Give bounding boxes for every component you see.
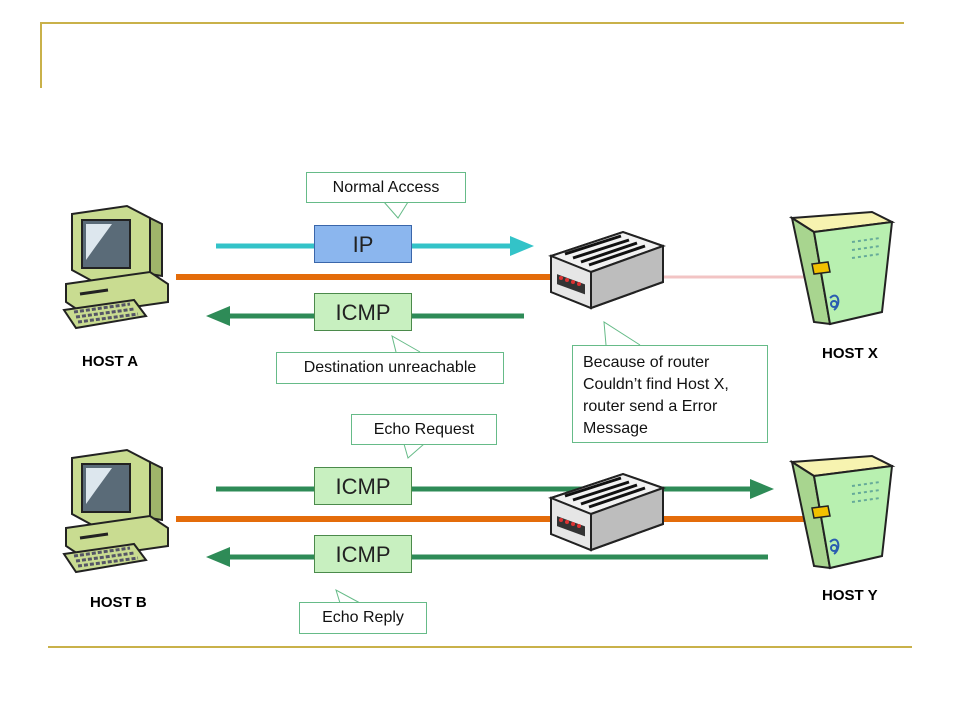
destination-unreachable-tail xyxy=(391,334,421,353)
echo-reply-arrow-head xyxy=(206,547,230,567)
top-rule xyxy=(40,22,904,24)
router-note-line: Message xyxy=(583,420,648,437)
icmp-packet-box-top: ICMP xyxy=(314,293,412,331)
server-icon xyxy=(791,211,893,325)
normal-access-callout: Normal Access xyxy=(306,172,466,203)
host-x-label: HOST X xyxy=(822,345,878,362)
echo-reply-tail xyxy=(335,588,361,604)
normal-access-tail xyxy=(383,201,409,219)
icmp-reply-box: ICMP xyxy=(314,535,412,573)
echo-request-tail xyxy=(403,443,425,459)
ip-arrow-head xyxy=(510,236,534,256)
echo-reply-callout: Echo Reply xyxy=(299,602,427,634)
router-note-line: Because of router xyxy=(583,354,710,371)
host-y-label: HOST Y xyxy=(822,587,878,604)
echo-request-callout: Echo Request xyxy=(351,414,497,445)
icmp-return-arrow-head xyxy=(206,306,230,326)
computer-icon xyxy=(62,448,170,574)
left-rule xyxy=(40,22,42,88)
router-note-callout: Because of router Couldn’t find Host X, … xyxy=(572,345,768,443)
host-b-label: HOST B xyxy=(90,594,147,611)
router-note-tail xyxy=(603,321,641,346)
router-note-line: router send a Error xyxy=(583,398,718,415)
router-icon xyxy=(549,230,665,310)
echo-request-arrow-head xyxy=(750,479,774,499)
host-a-label: HOST A xyxy=(82,353,139,370)
destination-unreachable-callout: Destination unreachable xyxy=(276,352,504,384)
router-icon xyxy=(549,472,665,552)
computer-icon xyxy=(62,204,170,330)
icmp-request-box: ICMP xyxy=(314,467,412,505)
router-note-line: Couldn’t find Host X, xyxy=(583,376,729,393)
server-icon xyxy=(791,455,893,569)
ip-packet-box: IP xyxy=(314,225,412,263)
bottom-rule xyxy=(48,646,912,648)
